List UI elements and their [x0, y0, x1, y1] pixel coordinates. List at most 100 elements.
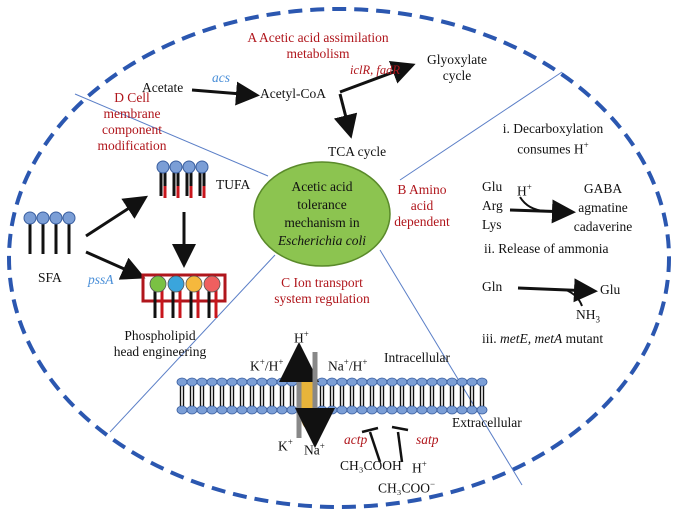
acetylcoa-to-tca-arrow: [333, 93, 358, 139]
k-h-plus1: +: [259, 357, 265, 367]
membrane-lipid-head-bottom: [356, 405, 368, 415]
acetyl-coa-label: Acetyl-CoA: [260, 86, 326, 101]
sfa-lipid-head: [49, 211, 63, 225]
sfa-to-tufa-arrow: [85, 195, 149, 238]
na-bottom-na: Na: [304, 442, 320, 458]
ch3coo-text: CH₃COO: [378, 480, 430, 496]
na-h-na: Na: [328, 358, 344, 374]
gaba-label: GABA: [583, 181, 623, 196]
membrane-lipid-head-bottom: [216, 405, 228, 415]
membrane-lipid-head-top: [456, 377, 468, 387]
h-top-plus: +: [303, 329, 309, 339]
membrane-lipid-head-bottom: [176, 405, 188, 415]
phospholipid-line-2: head engineering: [113, 344, 207, 359]
actp-inhibition: [361, 426, 382, 463]
membrane-lipid-head-top: [266, 377, 278, 387]
center-line-1: Acetic acid: [291, 179, 353, 194]
divider-lines: [74, 71, 563, 486]
ch3coo-label: CH₃COO−: [378, 476, 435, 497]
membrane-lipid-head-bottom: [276, 405, 288, 415]
membrane-lipid-head-bottom: [416, 405, 428, 415]
membrane-lipid-head-top: [186, 377, 198, 387]
membrane-lipid-head-bottom: [466, 405, 478, 415]
satp-inhibition: [391, 425, 409, 463]
section-c-title: C Ion transport system regulation: [262, 275, 382, 307]
decarboxylation-plus: +: [583, 140, 589, 150]
tca-cycle-label: TCA cycle: [328, 144, 387, 159]
ammonia-release-label: ii. Release of ammonia: [484, 241, 609, 256]
extracellular-label: Extracellular: [452, 415, 522, 430]
gln-label: Gln: [482, 279, 503, 294]
membrane-lipid-head-top: [416, 377, 428, 387]
membrane-lipid-head-top: [436, 377, 448, 387]
mutant-suffix: mutant: [562, 331, 604, 346]
membrane-lipid-head-top: [236, 377, 248, 387]
section-b-title-line-2: acid: [410, 198, 434, 213]
divider-top-right: [399, 71, 563, 181]
section-d-title-line-1: D Cell: [114, 90, 150, 105]
center-line-2: tolerance: [297, 197, 347, 212]
divider-bottom-left: [109, 254, 276, 433]
membrane-lipid-head-top: [316, 377, 328, 387]
membrane-lipid-head-top: [396, 377, 408, 387]
membrane-lipid-head-bottom: [396, 405, 408, 415]
membrane-lipid-head-bottom: [436, 405, 448, 415]
membrane-lipid-head-top: [386, 377, 398, 387]
membrane-lipid-head-top: [326, 377, 338, 387]
ch3coo-minus: −: [429, 479, 436, 489]
phospholipid-head: [149, 275, 167, 293]
k-h-slash-h: /H: [264, 358, 279, 374]
membrane-lipid-head-bottom: [286, 405, 298, 415]
section-b-title-line-1: B Amino: [397, 182, 447, 197]
divider-bottom-right: [379, 249, 523, 486]
tufa-lipid-head: [182, 160, 196, 174]
membrane-lipid-head-bottom: [206, 405, 218, 415]
section-a-title: A Acetic acid assimilation metabolism: [218, 30, 418, 62]
membrane-lipid-head-top: [446, 377, 458, 387]
actp-gene-label: actp: [344, 432, 368, 447]
glyoxylate-line-2: cycle: [442, 68, 472, 83]
arg-label: Arg: [482, 198, 503, 213]
tufa-lipid-head: [169, 160, 183, 174]
na-bottom-plus: +: [319, 441, 325, 451]
acetylcoa-to-glyoxylate-arrow: [339, 61, 416, 94]
h-top-h: H: [294, 330, 304, 346]
membrane-lipid-head-bottom: [316, 405, 328, 415]
mutant-prefix: iii.: [482, 331, 501, 346]
na-h-plus2: +: [362, 357, 368, 367]
membrane-lipid-head-top: [176, 377, 188, 387]
membrane-lipid-head-top: [276, 377, 288, 387]
k-bottom-label: K+: [278, 434, 293, 455]
section-d-title-line-2: membrane: [103, 106, 161, 121]
membrane-lipid-head-bottom: [186, 405, 198, 415]
glu-product-label: Glu: [600, 282, 621, 297]
acetate-to-acetylcoa-arrow: [191, 81, 260, 106]
membrane-lipid-head-bottom: [476, 405, 488, 415]
tufa-lipid-head: [156, 160, 170, 174]
h-lower-label: H+: [412, 456, 427, 477]
na-bottom-label: Na+: [304, 438, 325, 459]
k-h-k: K: [250, 358, 260, 374]
membrane-lipid-head-top: [216, 377, 228, 387]
membrane-lipid-head-top: [196, 377, 208, 387]
center-text: Acetic acid tolerance mechanism in Esche…: [262, 178, 382, 250]
section-d-title: D Cell membrane component modification: [92, 90, 172, 154]
k-h-plus2: +: [278, 357, 284, 367]
tufa-lipid-head: [195, 160, 209, 174]
phospholipid-frame: [141, 273, 227, 303]
na-h-label: Na+/H+: [328, 354, 367, 375]
membrane-lipid-head-bottom: [366, 405, 378, 415]
intracellular-label: Intracellular: [384, 350, 450, 365]
pssa-gene-label: pssA: [88, 272, 114, 287]
sfa-lipid-head: [62, 211, 76, 225]
membrane-lipid-head-bottom: [346, 405, 358, 415]
satp-gene-label: satp: [416, 432, 439, 447]
membrane-lipid-head-top: [406, 377, 418, 387]
membrane-lipid-head-bottom: [406, 405, 418, 415]
membrane-lipid-head-top: [246, 377, 258, 387]
cell-membrane-bilayer: [176, 377, 488, 415]
phospholipid-line-1: Phospholipid: [124, 328, 196, 343]
section-a-title-line-1: A Acetic acid assimilation: [247, 30, 389, 45]
k-bottom-plus: +: [287, 437, 293, 447]
